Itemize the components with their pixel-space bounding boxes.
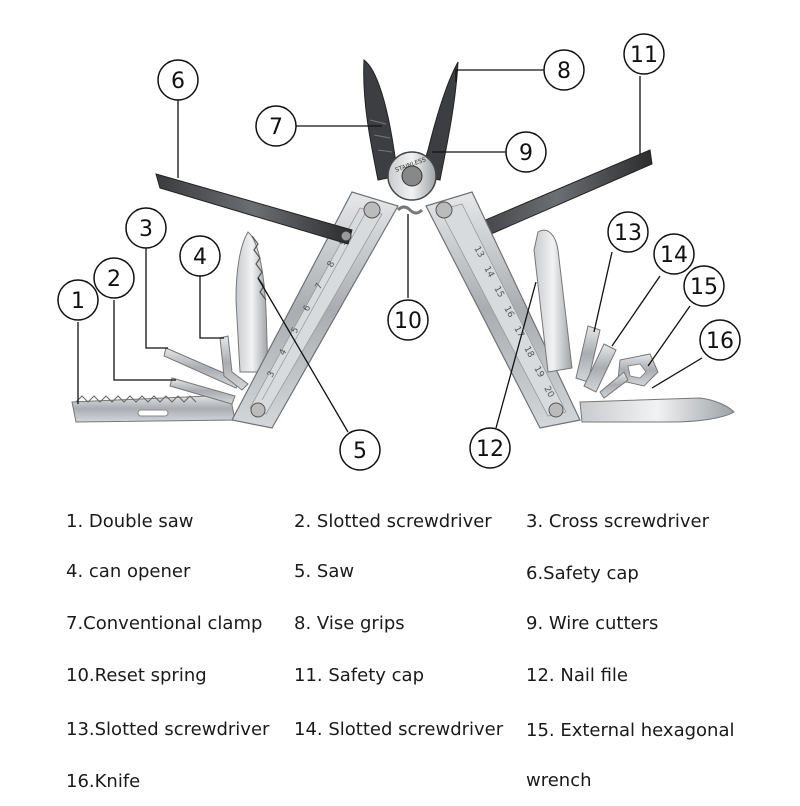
slotted-screwdriver-14 [583,343,617,393]
ruler-label-left-4: 7 [314,282,326,292]
svg-text:15: 15 [690,275,718,300]
safety-cap-left [155,173,353,245]
ruler-label-right-1: 14 [481,265,495,280]
ruler-label-right-0: 13 [471,245,485,260]
ruler-label-right-6: 19 [531,365,545,380]
cross-screwdriver [163,347,241,389]
svg-text:11: 11 [630,43,658,68]
callout-3: 3 [125,207,167,249]
rivet-right-upper [435,201,453,219]
legend-item-16: 16.Knife [66,771,141,792]
legend-item-12: 12. Nail file [526,665,628,686]
ruler-label-right-4: 17 [511,325,525,340]
slotted-screwdriver-left [169,377,236,405]
svg-text:2: 2 [107,267,121,292]
ruler-label-right-7: 20 [541,385,555,400]
legend-item-14: 14. Slotted screwdriver [294,719,504,740]
saw-blade [235,231,269,373]
nail-file [533,229,573,373]
legend-item-9: 9. Wire cutters [526,613,659,634]
svg-text:10: 10 [394,309,422,334]
callout-14: 14 [653,233,695,275]
ruler-label-left-5: 8 [326,259,338,269]
ruler-label-left-0: 3 [266,370,278,380]
callout-13: 13 [607,211,649,253]
svg-text:16: 16 [706,329,734,354]
hex-wrench [599,353,659,399]
multitool-diagram: 3 4 5 6 7 8 9 STAINLESS 13 14 15 16 17 1… [57,33,741,471]
svg-text:7: 7 [269,115,283,140]
ruler-label-left-1: 4 [278,347,290,357]
legend-item-5: 5. Saw [294,561,355,582]
callout-10: 10 [387,299,429,341]
legend-item-15: 15. External hexagonal wrench [526,720,735,791]
legend-item-7: 7.Conventional clamp [66,613,263,634]
double-saw-blade [71,394,236,423]
left-handle [231,191,399,429]
callout-15: 15 [683,265,725,307]
callout-4: 4 [179,235,221,277]
callout-1: 1 [57,279,99,321]
knife-blade [579,397,735,423]
reset-spring [396,205,424,215]
callout-8: 8 [543,49,585,91]
ruler-label-right-5: 18 [521,345,535,360]
rivet-left-lower [250,402,266,418]
pliers-head [363,59,459,201]
legend-item-2: 2. Slotted screwdriver [294,511,492,532]
callout-11: 11 [623,33,665,75]
legend-item-11: 11. Safety cap [294,665,424,686]
legend-item-4: 4. can opener [66,561,191,582]
safety-cap-left-pin [340,230,352,242]
svg-text:12: 12 [476,437,504,462]
callout-7: 7 [255,105,297,147]
callout-2: 2 [93,257,135,299]
svg-text:4: 4 [193,245,207,270]
svg-text:6: 6 [171,69,185,94]
callout-16: 16 [699,319,741,361]
svg-text:14: 14 [660,243,688,268]
svg-text:5: 5 [353,439,367,464]
svg-text:9: 9 [519,141,533,166]
ruler-label-left-2: 5 [290,326,302,336]
svg-text:1: 1 [71,289,85,314]
callout-5: 5 [339,429,381,471]
can-opener [219,335,249,391]
callout-12: 12 [469,427,511,469]
legend-item-6: 6.Safety cap [526,563,639,584]
legend-item-10: 10.Reset spring [66,665,207,686]
legend-item-3: 3. Cross screwdriver [526,511,709,532]
ruler-label-right-3: 16 [501,305,515,320]
leader-lines [77,69,703,433]
svg-text:3: 3 [139,217,153,242]
ruler-label-left-3: 6 [302,303,314,313]
svg-text:13: 13 [614,221,642,246]
callout-6: 6 [157,59,199,101]
rivet-right-lower [548,402,564,418]
svg-text:8: 8 [557,59,571,84]
legend-item-8: 8. Vise grips [294,613,405,634]
ruler-label-right-2: 15 [491,285,505,300]
right-handle [425,191,581,429]
legend-item-1: 1. Double saw [66,511,194,532]
legend-item-13: 13.Slotted screwdriver [66,719,270,740]
callout-9: 9 [505,131,547,173]
rivet-left-upper [363,201,381,219]
